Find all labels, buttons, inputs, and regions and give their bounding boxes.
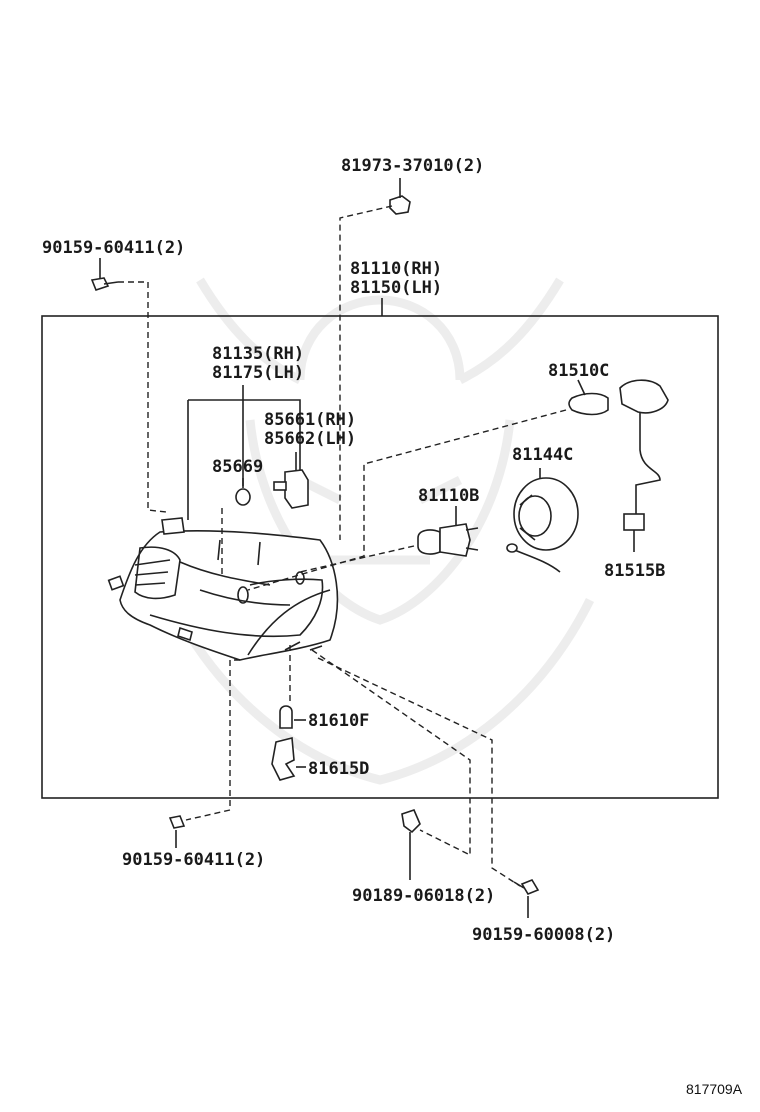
label-90159-60008: 90159-60008(2) — [472, 925, 615, 945]
headlamp-housing — [107, 517, 339, 661]
bolt-90159-bottom — [168, 815, 186, 848]
leveling-actuator — [273, 452, 309, 509]
label-81973: 81973-37010(2) — [341, 156, 484, 176]
label-81510c: 81510C — [548, 361, 609, 381]
label-85661-rh: 85661(RH) — [264, 410, 356, 430]
bulb-81510c — [568, 379, 609, 416]
label-81175-lh: 81175(LH) — [212, 363, 304, 383]
o-ring-85669 — [235, 488, 251, 506]
reference-code: 817709A — [686, 1081, 743, 1097]
bulb-81110b — [417, 506, 479, 557]
bolt-90159-60008 — [513, 879, 540, 918]
label-81110b: 81110B — [418, 486, 479, 506]
label-81144c: 81144C — [512, 445, 573, 465]
label-81515b: 81515B — [604, 561, 665, 581]
bulb-cover-81144c — [506, 468, 579, 573]
label-81110-rh: 81110(RH) — [350, 259, 442, 279]
assembly-frame — [41, 315, 719, 799]
label-85662-lh: 85662(LH) — [264, 429, 356, 449]
label-90189: 90189-06018(2) — [352, 886, 495, 906]
label-81135-rh: 81135(RH) — [212, 344, 304, 364]
clip-90189 — [401, 809, 421, 880]
bolt-90159-top — [90, 258, 119, 291]
label-85669: 85669 — [212, 457, 263, 477]
label-81615d: 81615D — [308, 759, 369, 779]
label-90159-top: 90159-60411(2) — [42, 238, 185, 258]
bulb-81610f — [279, 705, 306, 729]
label-90159-bottom: 90159-60411(2) — [122, 850, 265, 870]
socket-81515b — [619, 379, 669, 552]
clip-nut-81973 — [389, 178, 411, 215]
socket-81615d — [271, 736, 306, 781]
label-81610f: 81610F — [308, 711, 369, 731]
label-81150-lh: 81150(LH) — [350, 278, 442, 298]
